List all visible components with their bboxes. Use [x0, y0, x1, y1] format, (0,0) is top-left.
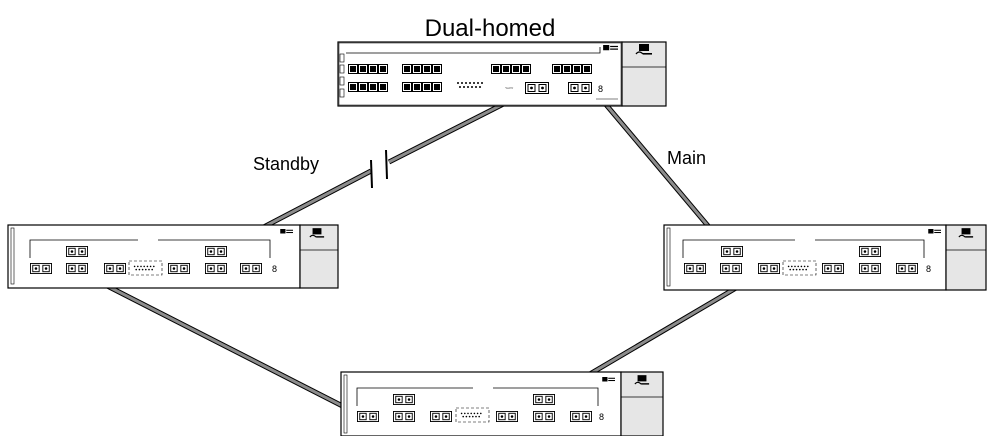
port-marker: 8 — [926, 264, 931, 274]
blocked-link-marker — [370, 159, 373, 189]
console-bracket — [782, 260, 817, 276]
fiber-port-to-left — [357, 411, 379, 422]
fiber-port — [393, 411, 415, 422]
fiber-port — [30, 263, 52, 274]
fiber-port — [720, 263, 742, 274]
fiber-port-standby — [168, 263, 190, 274]
fiber-port — [205, 263, 227, 274]
fiber-port — [896, 263, 918, 274]
fiber-port — [496, 411, 518, 422]
port-marker: 8 — [598, 84, 603, 94]
main-link-label: Main — [667, 148, 706, 168]
fiber-port-standby — [525, 82, 549, 94]
fiber-port — [533, 411, 555, 422]
mounting-ear — [339, 53, 345, 98]
fiber-port — [822, 263, 844, 274]
fiber-port-main — [721, 246, 743, 257]
diagram-title: Dual-homed — [425, 15, 556, 42]
left-bottom-link — [70, 265, 368, 421]
fiber-port — [205, 246, 227, 257]
dual-homed-switch: 8 — [337, 41, 667, 107]
standby-link-label: Standby — [253, 154, 319, 174]
fiber-port-to-right — [533, 394, 555, 405]
right-switch: 8 — [663, 224, 987, 291]
fiber-port — [684, 263, 706, 274]
left-switch: 8 — [7, 224, 339, 289]
bottom-switch: 8 — [340, 371, 664, 436]
fiber-port — [104, 263, 126, 274]
port-marker: 8 — [272, 264, 277, 274]
fiber-port — [66, 246, 88, 257]
fiber-port — [859, 263, 881, 274]
fiber-port-main — [568, 82, 592, 94]
fiber-port — [393, 394, 415, 405]
fiber-port — [240, 263, 262, 274]
port-marker: 8 — [599, 412, 604, 422]
fiber-port-to-bottom — [758, 263, 780, 274]
fiber-port-to-bottom — [66, 263, 88, 274]
fiber-port — [570, 411, 592, 422]
blocked-link-marker — [385, 149, 388, 180]
fiber-port — [430, 411, 452, 422]
fiber-port — [859, 246, 881, 257]
console-bracket — [455, 407, 490, 423]
console-bracket — [128, 260, 163, 276]
